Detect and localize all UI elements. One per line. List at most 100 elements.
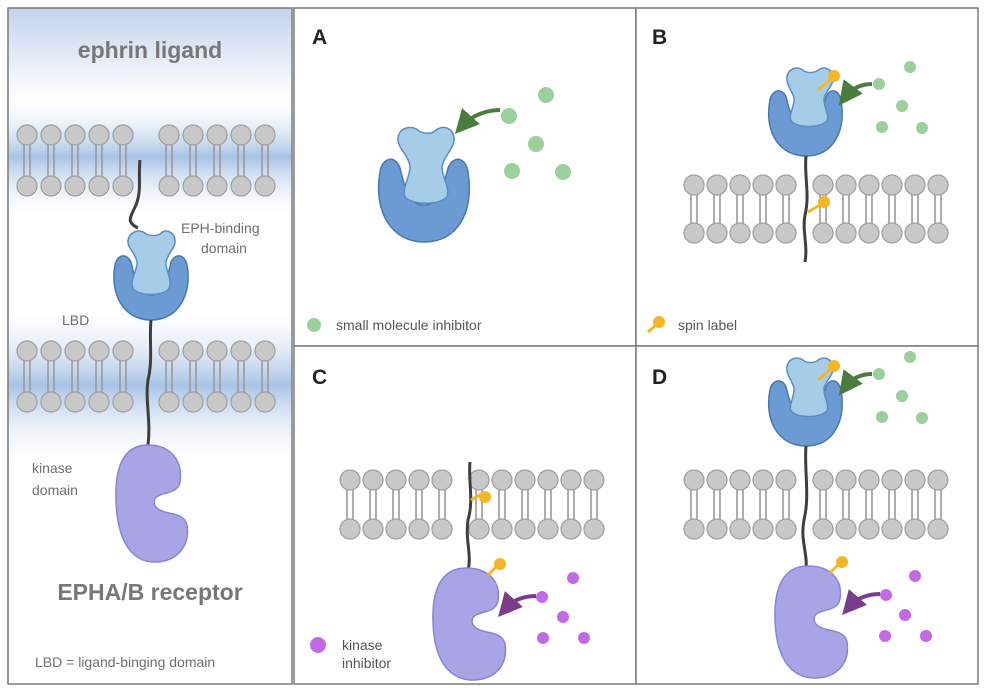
lipid-head-icon <box>40 340 62 362</box>
lipid-tail <box>888 490 896 519</box>
lipid-head-icon <box>775 469 797 491</box>
lipid-tail <box>567 490 575 519</box>
lipid-tail <box>237 145 245 176</box>
small-molecule-legend: small molecule inhibitor <box>336 317 482 333</box>
lipid-tail <box>189 361 197 392</box>
lipid-bilayer-upper <box>16 124 276 197</box>
transmembrane-tether <box>145 319 153 446</box>
ligand-tether <box>128 159 142 230</box>
lipid-head-icon <box>835 222 857 244</box>
lipid-tail <box>415 490 423 519</box>
lipid-head-icon <box>230 391 252 413</box>
panel-c: C kinase inhibitor <box>293 345 637 685</box>
lipid-head-icon <box>812 469 834 491</box>
lipid-head-icon <box>706 518 728 540</box>
lipid-head-icon <box>835 469 857 491</box>
lipid-head-icon <box>182 391 204 413</box>
inhibitor-arrow-c <box>498 591 537 618</box>
epha-b-receptor-title: EPHA/B receptor <box>57 579 242 605</box>
lipid-head-icon <box>158 391 180 413</box>
lipid-head-icon <box>40 391 62 413</box>
small-molecule-icon <box>873 368 885 380</box>
lipid-head-icon <box>206 391 228 413</box>
kinase-inhibitor-legend-icon <box>310 637 326 653</box>
lipid-head-icon <box>230 340 252 362</box>
lipid-head-icon <box>254 391 276 413</box>
lipid-tail <box>782 195 790 223</box>
lipid-head-icon <box>729 469 751 491</box>
lipid-head-icon <box>927 469 949 491</box>
panel-d: D <box>635 345 979 685</box>
panel-b-letter: B <box>652 26 667 49</box>
eph-binding-label-line1: EPH-binding <box>181 220 260 236</box>
lipid-tail <box>71 361 79 392</box>
lipid-head-icon <box>254 124 276 146</box>
kinase-inhibitor-legend-line1: kinase <box>342 637 383 653</box>
lipid-head-icon <box>468 518 490 540</box>
small-molecule-icon <box>904 61 916 73</box>
small-molecule-icon <box>876 121 888 133</box>
lipid-tail <box>498 490 506 519</box>
spin-label-stem <box>817 78 831 92</box>
lipid-tail <box>544 490 552 519</box>
lipid-tail <box>911 490 919 519</box>
lipid-head-icon <box>88 124 110 146</box>
kinase-inhibitor-icon <box>537 632 549 644</box>
lipid-tail <box>842 490 850 519</box>
kinase-inhibitor-icon <box>578 632 590 644</box>
panel-a: A small molecule inhibitor <box>293 7 637 347</box>
lipid-tail <box>369 490 377 519</box>
lipid-tail <box>261 361 269 392</box>
lipid-head-icon <box>362 518 384 540</box>
small-molecule-icon <box>538 87 554 103</box>
lipid-head-icon <box>254 175 276 197</box>
lipid-head-icon <box>88 175 110 197</box>
kinase-domain-icon <box>115 444 189 563</box>
lipid-head-icon <box>112 175 134 197</box>
lipid-head-icon <box>64 391 86 413</box>
spin-label-stem-c1 <box>470 492 482 502</box>
ephrin-ligand-title: ephrin ligand <box>78 37 222 63</box>
lipid-head-icon <box>408 518 430 540</box>
binding-arrow-a <box>454 108 501 134</box>
lipid-head-icon <box>514 469 536 491</box>
lipid-tail <box>759 195 767 223</box>
kinase-inhibitor-icon <box>880 589 892 601</box>
kinase-inhibitor-legend-line2: inhibitor <box>342 655 391 671</box>
lipid-head-icon <box>683 222 705 244</box>
spin-label-stem-d2 <box>828 563 840 575</box>
lipid-head-icon <box>812 222 834 244</box>
spin-label-legend-icon <box>653 316 665 328</box>
lipid-head-icon <box>16 175 38 197</box>
lipid-head-icon <box>835 518 857 540</box>
lipid-tail <box>819 490 827 519</box>
lipid-tail <box>713 195 721 223</box>
lipid-head-icon <box>835 174 857 196</box>
lipid-tail <box>690 195 698 223</box>
binding-domain-icon-a <box>397 126 455 204</box>
lipid-tail <box>47 145 55 176</box>
lipid-tail <box>911 195 919 223</box>
lipid-tail <box>934 195 942 223</box>
lipid-head-icon <box>339 469 361 491</box>
lipid-head-icon <box>560 518 582 540</box>
lipid-tail <box>865 195 873 223</box>
lipid-tail <box>165 361 173 392</box>
spin-label-legend: spin label <box>678 317 737 333</box>
lipid-tail <box>165 145 173 176</box>
binding-arrow-d <box>838 369 873 396</box>
lipid-head-icon <box>729 174 751 196</box>
lipid-bilayer-b <box>683 174 949 244</box>
lipid-head-icon <box>858 469 880 491</box>
lipid-tail <box>346 490 354 519</box>
lipid-head-icon <box>706 222 728 244</box>
lipid-head-icon <box>182 340 204 362</box>
small-molecule-icon <box>504 163 520 179</box>
kinase-inhibitor-icon <box>567 572 579 584</box>
lipid-head-icon <box>468 469 490 491</box>
lipid-head-icon <box>904 222 926 244</box>
lipid-head-icon <box>729 518 751 540</box>
spin-label-icon <box>479 491 491 503</box>
kinase-inhibitor-icon <box>879 630 891 642</box>
